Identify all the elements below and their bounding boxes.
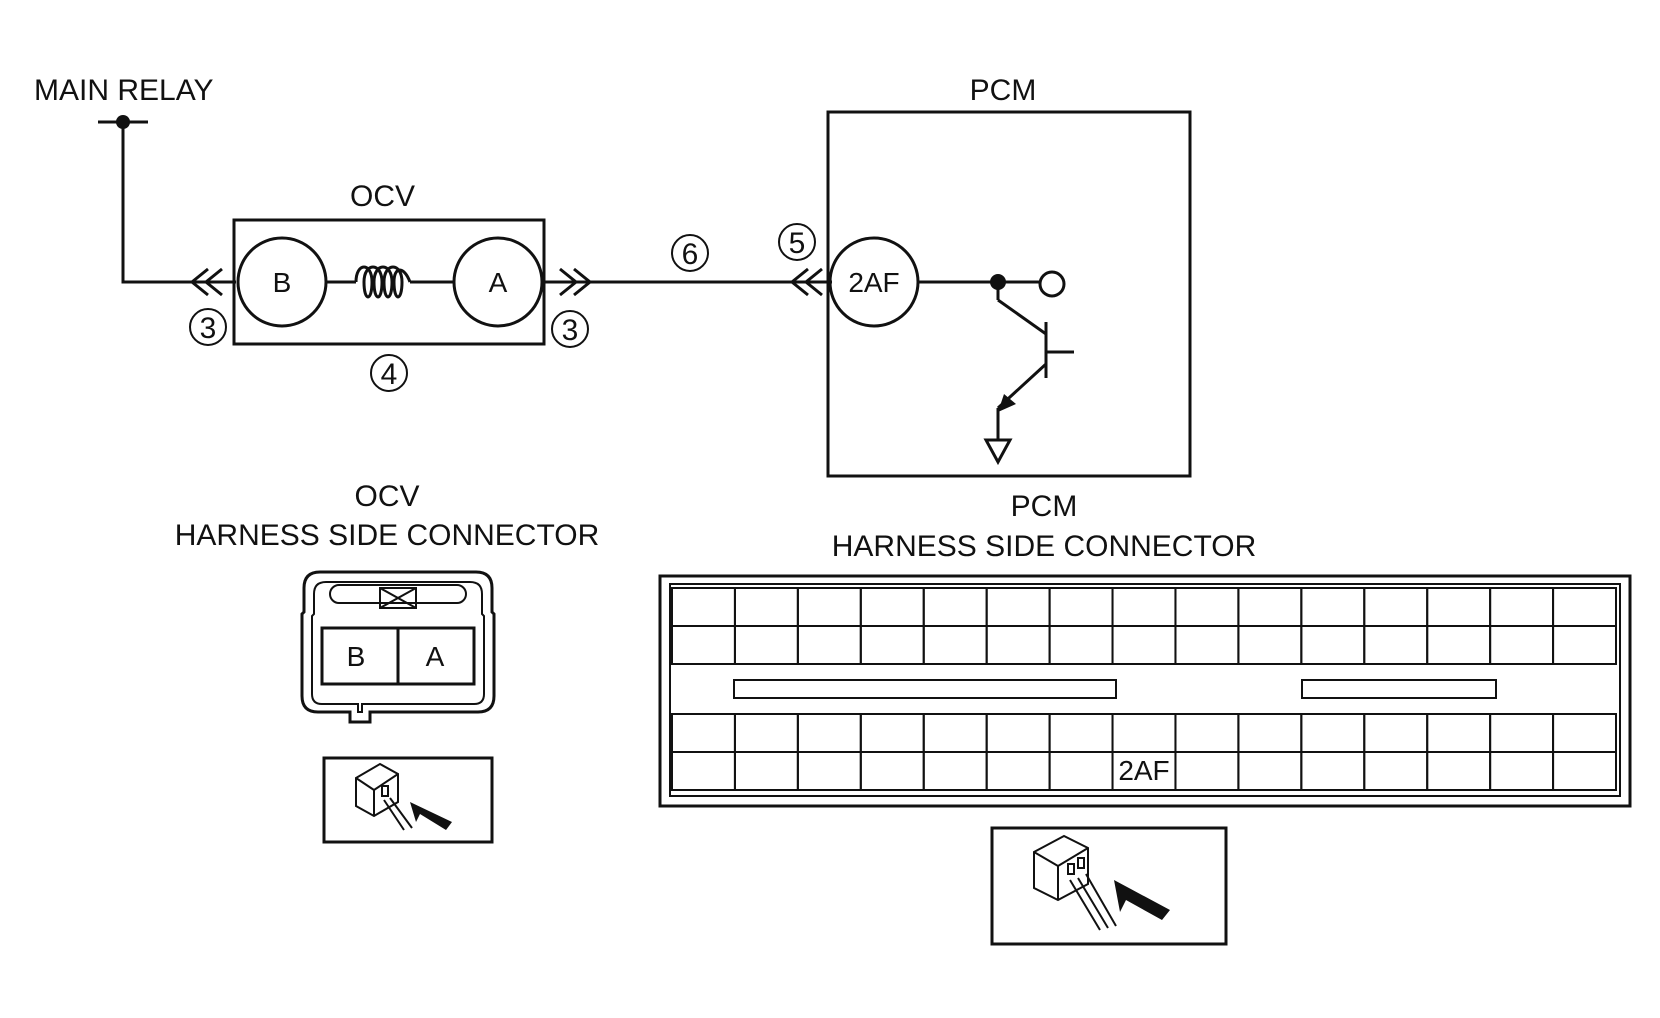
pcm-connector-top-cell: [859, 625, 925, 665]
pcm-body: [826, 110, 1192, 478]
pcm-connector-bottom-cell: [1237, 713, 1303, 753]
pcm-connector-face: [658, 574, 1632, 808]
pcm-label: PCM: [970, 74, 1037, 107]
pcm-connector-bottom-cell: [1426, 751, 1492, 791]
main-relay-terminal: [98, 115, 188, 284]
pcm-connector-top-cell: [1300, 587, 1366, 627]
pcm-connector-bottom-cell: [671, 751, 736, 791]
pcm-connector-title-line1: PCM: [1011, 490, 1078, 523]
pcm-connector-key-right: [1301, 679, 1497, 699]
ocv-connector-title-line2: HARNESS SIDE CONNECTOR: [175, 519, 600, 552]
pcm-connector-top-cell: [796, 625, 862, 665]
pcm-connector-top-cell: [922, 587, 988, 627]
pcm-connector-top-cell: [1426, 625, 1492, 665]
callout-3-left: 3: [189, 308, 227, 346]
pcm-connector-top-cell: [733, 587, 799, 627]
pcm-connector-top-cell: [985, 587, 1051, 627]
pcm-connector-bottom-cell: [796, 751, 862, 791]
pcm-connector-top-cell: [1363, 625, 1429, 665]
pcm-connector-view-icon: [990, 826, 1228, 946]
pcm-connector-bottom-cell: [1363, 751, 1429, 791]
svg-text:5: 5: [789, 227, 806, 260]
pcm-connector-bottom-cell: [1552, 713, 1617, 753]
pcm-connector-top-cell: [1489, 587, 1555, 627]
pcm-connector-top-cell: [1111, 625, 1177, 665]
pcm-connector-top-cell: [1363, 587, 1429, 627]
pcm-connector-bottom-cell: [1237, 751, 1303, 791]
ocv-right-connector-symbol: [542, 267, 593, 297]
ocv-connector-cell-a: A: [426, 641, 445, 672]
pcm-connector-top-cell: [859, 587, 925, 627]
pcm-connector-bottom-cell: [985, 751, 1051, 791]
pcm-connector-top-cell: [1174, 587, 1240, 627]
pcm-connector-top-cell: [985, 625, 1051, 665]
pcm-connector-top-cell: [733, 625, 799, 665]
pcm-connector-top-cell: [1237, 587, 1303, 627]
pcm-connector-bottom-cell: [859, 713, 925, 753]
pcm-transistor-circuit: [918, 270, 1074, 466]
pcm-connector-bottom-cell: [1489, 751, 1555, 791]
pcm-connector-top-cell: [1552, 587, 1617, 627]
pcm-terminal-2af-label: 2AF: [848, 267, 899, 298]
pcm-connector-bottom-cell: [1048, 713, 1114, 753]
ocv-terminal-a-label: A: [489, 267, 508, 298]
pcm-connector-bottom-cell: [1111, 713, 1177, 753]
pcm-connector-top-cell: [1111, 587, 1177, 627]
pcm-connector-key-left: [733, 679, 1117, 699]
pcm-connector-bottom-cell: [922, 713, 988, 753]
pcm-connector-bottom-cell: [922, 751, 988, 791]
pcm-connector-top-cell: [1174, 625, 1240, 665]
pcm-connector-top-cell: [1489, 625, 1555, 665]
ocv-left-connector-symbol: [188, 267, 236, 297]
ocv-label: OCV: [350, 180, 415, 213]
pcm-connector-top-cell: [671, 587, 736, 627]
svg-text:3: 3: [562, 314, 579, 347]
pcm-connector-top-cell: [796, 587, 862, 627]
pcm-connector-top-cell: [1048, 587, 1114, 627]
pcm-connector-bottom-cell: [733, 713, 799, 753]
callout-5: 5: [778, 223, 816, 261]
pcm-connector-top-rows: [671, 587, 1617, 665]
pcm-connector-bottom-cell: [1048, 751, 1114, 791]
main-relay-label: MAIN RELAY: [34, 74, 214, 107]
pcm-connector-bottom-cell: [985, 713, 1051, 753]
pcm-connector-bottom-cell: [859, 751, 925, 791]
pcm-connector-top-cell: [1048, 625, 1114, 665]
pcm-connector-bottom-cell: [1489, 713, 1555, 753]
callout-6: 6: [671, 234, 709, 272]
svg-text:3: 3: [200, 312, 217, 345]
pcm-connector-bottom-rows: [671, 713, 1617, 791]
ocv-connector-face: [300, 570, 496, 724]
ocv-terminal-b-label: B: [273, 267, 292, 298]
pcm-connector-top-cell: [1426, 587, 1492, 627]
svg-text:6: 6: [682, 238, 699, 271]
ocv-coil-symbol: [326, 265, 454, 299]
ocv-connector-cell-b: B: [347, 641, 366, 672]
pcm-connector-top-cell: [671, 625, 736, 665]
pcm-connector-top-cell: [1300, 625, 1366, 665]
pcm-connector-bottom-cell: [1174, 713, 1240, 753]
pcm-connector-bottom-cell: [671, 713, 736, 753]
pcm-connector-bottom-cell: [1300, 751, 1366, 791]
pcm-connector-top-cell: [1237, 625, 1303, 665]
pcm-connector-bottom-cell: [1363, 713, 1429, 753]
pcm-connector-top-cell: [1552, 625, 1617, 665]
pcm-connector-top-cell: [922, 625, 988, 665]
pcm-connector-bottom-cell: [733, 751, 799, 791]
ocv-connector-title-line1: OCV: [354, 480, 419, 513]
pcm-connector-bottom-cell: [1174, 751, 1240, 791]
pcm-connector-bottom-cell: [1426, 713, 1492, 753]
pcm-connector-2af-cell-label: 2AF: [1118, 755, 1169, 786]
pcm-connector-bottom-cell: [1552, 751, 1617, 791]
callout-4: 4: [370, 354, 408, 392]
pcm-connector-bottom-cell: [796, 713, 862, 753]
pcm-connector-title-line2: HARNESS SIDE CONNECTOR: [832, 530, 1257, 563]
callout-3-right: 3: [551, 310, 589, 348]
svg-text:4: 4: [381, 358, 398, 391]
ocv-connector-view-icon: [322, 756, 494, 844]
pcm-connector-bottom-cell: [1300, 713, 1366, 753]
